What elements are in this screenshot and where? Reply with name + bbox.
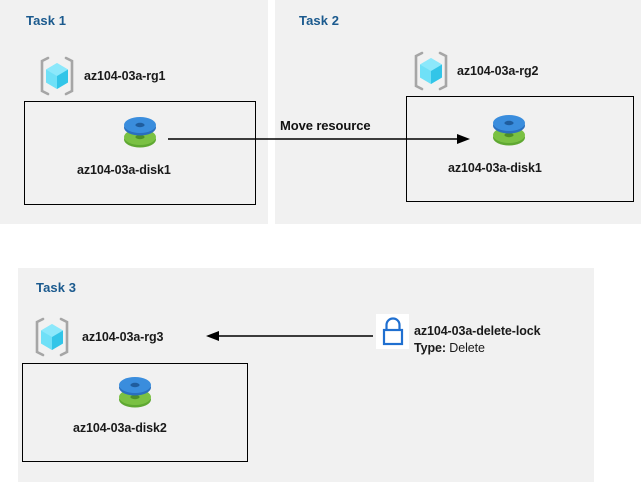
resource-group-cube-icon <box>411 50 451 92</box>
managed-disk-icon <box>490 112 528 152</box>
lock-icon <box>378 315 408 348</box>
lock-type-value: Delete <box>449 341 485 355</box>
resource-group-cube-icon <box>32 316 72 358</box>
task-3-title: Task 3 <box>36 280 77 295</box>
task-2-rg-label: az104-03a-rg2 <box>457 64 539 78</box>
lock-name-label: az104-03a-delete-lock <box>414 324 541 338</box>
task-1-rg-label: az104-03a-rg1 <box>84 69 166 83</box>
move-resource-label: Move resource <box>280 118 371 133</box>
managed-disk-icon <box>116 374 154 414</box>
managed-disk-icon <box>121 114 159 154</box>
lock-type-label: Type: Delete <box>414 341 485 355</box>
resource-group-cube-icon <box>37 55 77 97</box>
task-3-rg-label: az104-03a-rg3 <box>82 330 164 344</box>
task-1-title: Task 1 <box>26 13 67 28</box>
task-2-title: Task 2 <box>299 13 340 28</box>
task-2-resource-label: az104-03a-disk1 <box>448 161 542 175</box>
task-2-resource-box <box>406 96 634 202</box>
task-3-resource-label: az104-03a-disk2 <box>73 421 167 435</box>
task-1-resource-label: az104-03a-disk1 <box>77 163 171 177</box>
lock-type-key: Type: <box>414 341 450 355</box>
